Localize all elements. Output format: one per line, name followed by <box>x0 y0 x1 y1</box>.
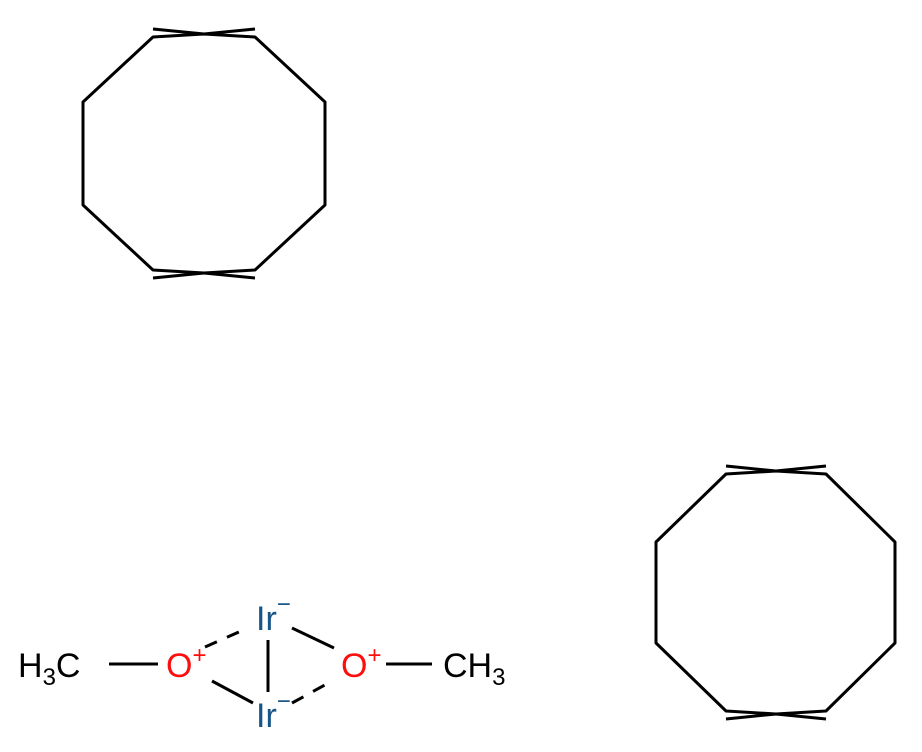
ring-top-double-bond-upper <box>152 27 256 36</box>
oxygen-left-label: O+ <box>166 642 206 685</box>
ring-top-bonds <box>81 32 327 275</box>
ring-bottom-bonds <box>654 469 897 716</box>
ring-bottom-double-bond-lower <box>725 712 827 721</box>
bond-oxygen-left-iridium-top <box>204 626 249 649</box>
iridium-top-label: Ir− <box>256 591 291 638</box>
methyl-right-label: CH3 <box>443 647 505 691</box>
ring-bottom-double-bond-upper <box>725 464 827 473</box>
cyclooctadiene-top <box>81 27 327 280</box>
bond-iridium-top-oxygen-right <box>291 626 335 650</box>
cyclooctadiene-bottom <box>654 464 897 721</box>
iridium-bottom-label: Ir− <box>256 688 291 735</box>
bond-oxygen-left-iridium-bottom <box>211 679 254 705</box>
methyl-left-label: H3C <box>18 647 80 691</box>
bond-iridium-bottom-oxygen-right <box>291 678 335 705</box>
iridium-methoxide-core <box>109 626 432 705</box>
ring-top-double-bond-lower <box>152 271 256 280</box>
oxygen-right-label: O+ <box>341 642 381 685</box>
